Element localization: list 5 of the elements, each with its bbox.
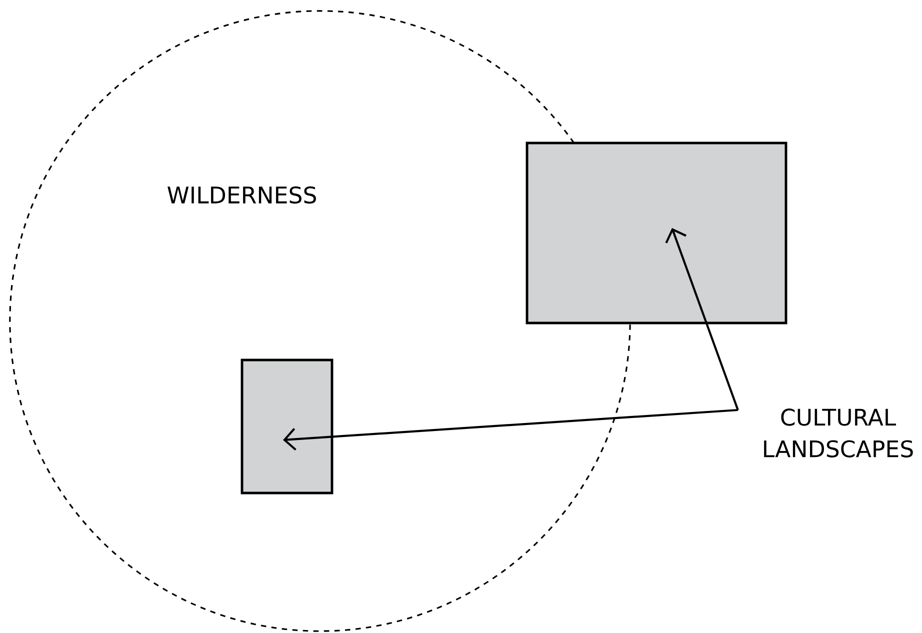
- shaded-rectangle: [526, 142, 788, 324]
- label-text: CULTURAL LANDSCAPES: [764, 408, 913, 458]
- shaded-rectangle: [240, 358, 334, 494]
- arrow: [665, 228, 739, 410]
- arrow: [283, 408, 738, 451]
